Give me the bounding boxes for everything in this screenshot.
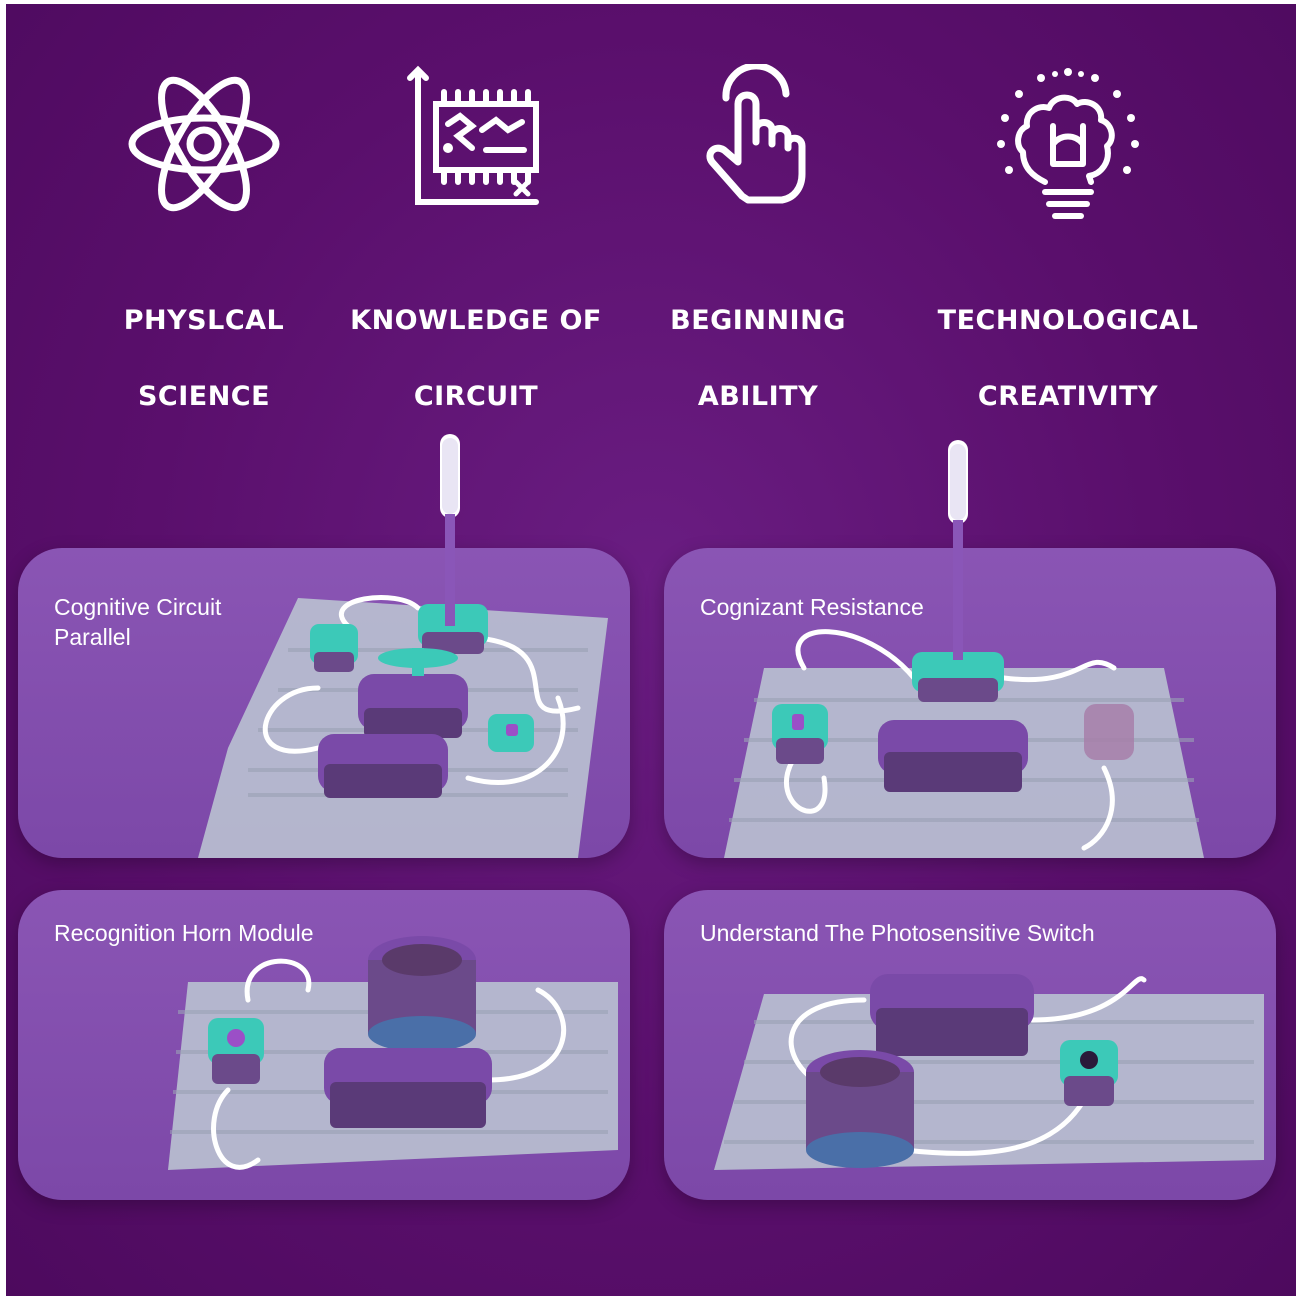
product-feature-page: PHYSLCAL SCIENCE KNOWLEDGE OF CIRCUIT bbox=[6, 4, 1296, 1296]
card-photosensitive-switch: Understand The Photosensitive Switch bbox=[664, 890, 1276, 1200]
feature-physical-science: PHYSLCAL SCIENCE bbox=[64, 64, 344, 412]
feature-label: KNOWLEDGE OF CIRCUIT bbox=[350, 305, 602, 412]
feature-label: BEGINNING ABILITY bbox=[670, 305, 846, 412]
card-title: Recognition Horn Module bbox=[54, 920, 314, 946]
card-recognition-horn-module: Recognition Horn Module bbox=[18, 890, 630, 1200]
circuit-board-icon bbox=[407, 65, 539, 205]
photosensitive-circuit-illustration bbox=[714, 974, 1264, 1170]
feature-knowledge-of-circuit: KNOWLEDGE OF CIRCUIT bbox=[336, 64, 616, 412]
pointing-hand-icon bbox=[706, 64, 806, 204]
parallel-circuit-illustration bbox=[198, 595, 608, 858]
card-cognizant-resistance: Cognizant Resistance bbox=[664, 548, 1276, 858]
led-lamp-left bbox=[440, 434, 460, 626]
card-title: Understand The Photosensitive Switch bbox=[700, 920, 1095, 946]
feature-technological-creativity: TECHNOLOGICAL CREATIVITY bbox=[928, 64, 1208, 412]
resistance-circuit-illustration bbox=[724, 629, 1204, 858]
horn-circuit-illustration bbox=[168, 936, 618, 1170]
atom-icon bbox=[128, 76, 280, 212]
card-title: Cognitive Circuit Parallel bbox=[54, 594, 222, 650]
card-cognitive-circuit-parallel: Cognitive Circuit Parallel bbox=[18, 548, 630, 858]
feature-label: TECHNOLOGICAL CREATIVITY bbox=[937, 305, 1199, 412]
led-lamp-right bbox=[948, 440, 968, 660]
card-title: Cognizant Resistance bbox=[700, 594, 924, 620]
lightbulb-brain-icon bbox=[997, 68, 1139, 219]
feature-label: PHYSLCAL SCIENCE bbox=[123, 305, 285, 412]
feature-beginning-ability: BEGINNING ABILITY bbox=[618, 64, 898, 412]
